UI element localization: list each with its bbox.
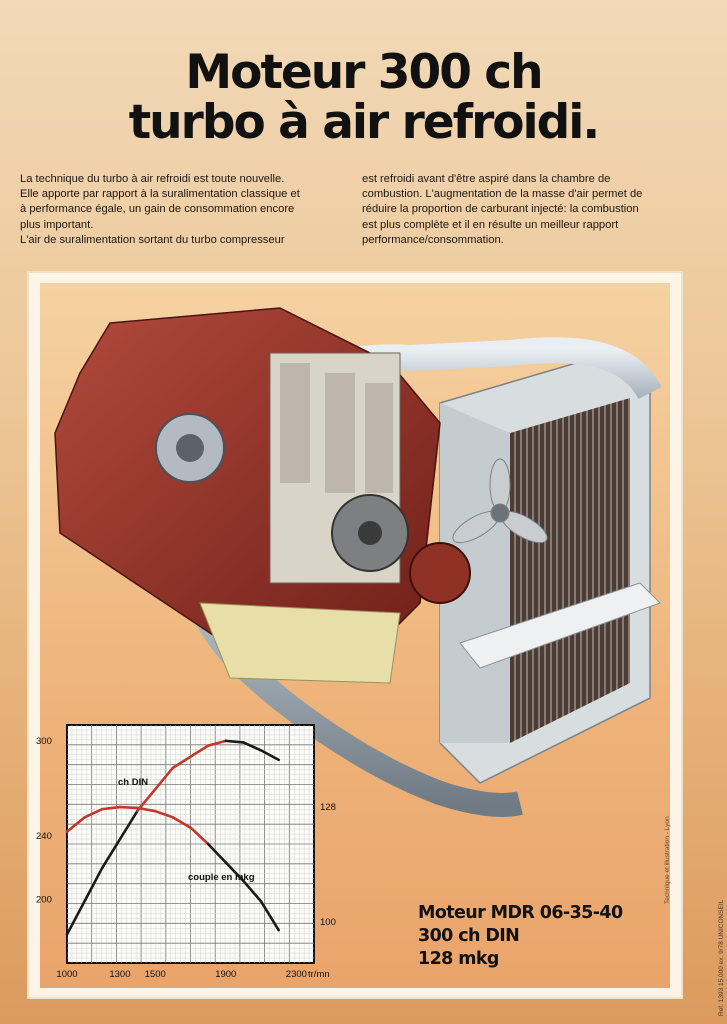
x-tick-label: 1000 [56, 969, 77, 980]
power-curve-segment [259, 749, 281, 762]
torque-curve-segment [224, 861, 245, 883]
power-curve-segment [100, 809, 139, 870]
right-tick-label: 128 [320, 802, 336, 813]
page-title-line2: turbo à air refroidi. [128, 95, 601, 150]
engine-cutaway-illustration [54, 307, 662, 817]
torque-curve-segment [242, 879, 263, 903]
power-curve-segment [65, 866, 104, 936]
x-tick-label: 1300 [109, 969, 130, 980]
power-curve-segment [171, 744, 210, 770]
chart-grid [67, 725, 314, 963]
intro-line: performance/consommation. [362, 233, 504, 246]
power-curve-segment [224, 739, 245, 744]
left-tick-label: 240 [36, 831, 52, 842]
page-title-line1: Moteur 300 ch [185, 45, 543, 100]
torque-curve-segment [206, 842, 228, 864]
model-torque: 128 mkg [418, 949, 499, 969]
intro-column-right: est refroidi avant d'être aspiré dans la… [362, 172, 692, 248]
intro-line: est plus complète et il en résulte un me… [362, 218, 619, 231]
intro-line: plus important. [20, 218, 94, 231]
intro-line: L'air de suralimentation sortant du turb… [20, 233, 285, 246]
left-tick-label: 200 [36, 895, 52, 906]
right-axis-ticks: 128 100 [320, 802, 336, 928]
x-axis-unit: tr/mn [308, 969, 330, 980]
x-tick-label: 1900 [215, 969, 236, 980]
torque-curve-segment [189, 826, 210, 846]
left-axis-ticks: 300 240 200 [36, 736, 52, 906]
intro-line: est refroidi avant d'être aspiré dans la… [362, 173, 611, 185]
model-specs: Moteur MDR 06-35-40 300 ch DIN 128 mkg [418, 902, 623, 971]
left-tick-label: 300 [36, 736, 52, 747]
torque-curve-segment [136, 806, 157, 813]
right-tick-label: 100 [320, 917, 336, 928]
intro-line: réduire la proportion de carburant injec… [362, 203, 639, 216]
x-tick-label: 2300 [286, 969, 307, 980]
torque-curve-segment [100, 805, 122, 811]
intro-column-left: La technique du turbo à air refroidi est… [20, 172, 350, 248]
torque-curve-segment [83, 807, 104, 819]
x-axis-ticks: 1000 1300 1500 1900 2300 [56, 969, 306, 980]
intro-line: à performance égale, un gain de consomma… [20, 203, 295, 216]
x-tick-label: 1500 [145, 969, 166, 980]
power-curve-segment [136, 766, 175, 812]
intro-line: Elle apporte par rapport à la suraliment… [20, 188, 300, 201]
model-name: Moteur MDR 06-35-40 [418, 903, 623, 923]
power-curve-segment [242, 741, 263, 752]
torque-curve-segment [153, 809, 175, 819]
torque-curve-segment [65, 816, 86, 833]
power-curve-segment [206, 739, 228, 747]
print-reference: Ref. 1393 15.000 ex. 9/78 UNICONSEIL [718, 899, 725, 1016]
model-power: 300 ch DIN [418, 926, 520, 946]
legend-torque: couple en mkg [188, 872, 255, 883]
performance-chart: 1000 1300 1500 1900 2300 300 240 200 128 100 tr… [36, 724, 336, 980]
torque-curve-segment [118, 805, 139, 810]
intro-line: combustion. L'augmentation de la masse d… [362, 188, 643, 201]
chart-series [65, 739, 281, 936]
illustration-credit: Technique et illustration - Lyon [664, 816, 671, 904]
torque-curve-segment [171, 816, 192, 829]
torque-curve-segment [259, 900, 281, 932]
intro-line: La technique du turbo à air refroidi est… [20, 173, 285, 185]
legend-power: ch DIN [118, 777, 148, 788]
